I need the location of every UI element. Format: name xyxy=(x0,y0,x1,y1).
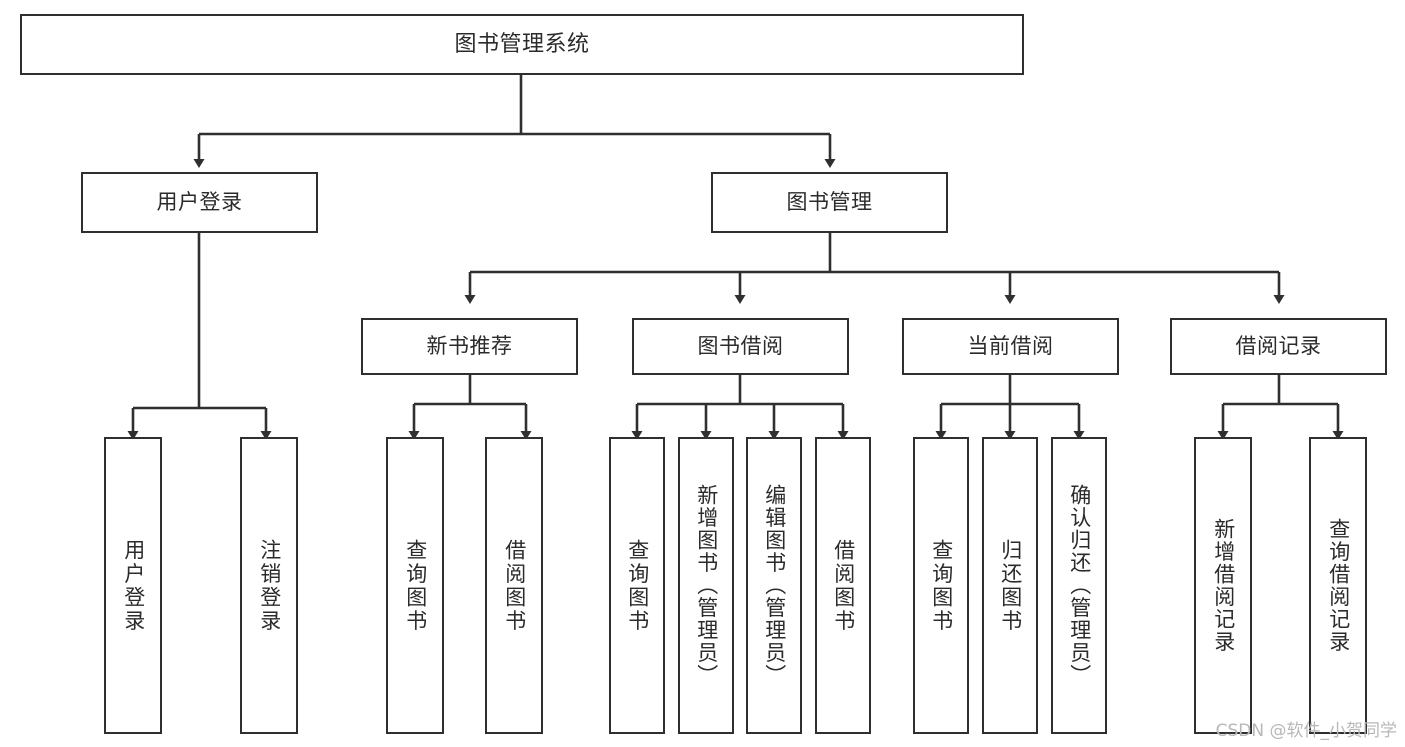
leaf-add-borrow-record[interactable]: 新增借阅记录 xyxy=(1194,437,1252,734)
node-label: 图书管理系统 xyxy=(454,31,590,57)
node-book-management[interactable]: 图书管理 xyxy=(711,172,948,233)
node-book-borrow[interactable]: 图书借阅 xyxy=(632,318,849,375)
node-label: 查询图书 xyxy=(929,538,953,633)
leaf-query-book-bb[interactable]: 查询图书 xyxy=(609,437,665,734)
leaf-edit-book-admin[interactable]: 编辑图书（管理员） xyxy=(746,437,802,734)
leaf-logout[interactable]: 注销登录 xyxy=(240,437,298,734)
leaf-query-book-nb[interactable]: 查询图书 xyxy=(386,437,444,734)
node-borrow-record[interactable]: 借阅记录 xyxy=(1170,318,1387,375)
node-label: 借阅记录 xyxy=(1235,334,1322,358)
leaf-query-borrow-record[interactable]: 查询借阅记录 xyxy=(1309,437,1367,734)
node-label: 归还图书 xyxy=(998,538,1022,633)
node-label: 新书推荐 xyxy=(426,334,513,358)
node-label: 新增借阅记录 xyxy=(1211,518,1235,653)
node-label: 当前借阅 xyxy=(967,334,1054,358)
csdn-watermark: CSDN @软件_小贺同学 xyxy=(1215,721,1397,741)
node-label: 借阅图书 xyxy=(502,538,526,633)
node-label: 图书借阅 xyxy=(697,334,784,358)
node-label: 新增图书（管理员） xyxy=(694,484,718,687)
node-new-book-recommendation[interactable]: 新书推荐 xyxy=(361,318,578,375)
node-label: 用户登录 xyxy=(121,538,145,633)
node-label: 确认归还（管理员） xyxy=(1067,484,1091,687)
leaf-borrow-book-nb[interactable]: 借阅图书 xyxy=(485,437,543,734)
leaf-query-book-cb[interactable]: 查询图书 xyxy=(913,437,969,734)
node-label: 注销登录 xyxy=(257,538,281,633)
node-label: 查询借阅记录 xyxy=(1326,518,1350,653)
node-label: 图书管理 xyxy=(786,190,873,214)
node-label: 借阅图书 xyxy=(831,538,855,633)
leaf-borrow-book-bb[interactable]: 借阅图书 xyxy=(815,437,871,734)
node-label: 用户登录 xyxy=(156,190,243,214)
node-user-login[interactable]: 用户登录 xyxy=(81,172,318,233)
node-root-book-management-system[interactable]: 图书管理系统 xyxy=(20,14,1024,75)
node-current-borrow[interactable]: 当前借阅 xyxy=(902,318,1119,375)
leaf-confirm-return-admin[interactable]: 确认归还（管理员） xyxy=(1051,437,1107,734)
node-label: 编辑图书（管理员） xyxy=(762,484,786,687)
node-label: 查询图书 xyxy=(625,538,649,633)
leaf-add-book-admin[interactable]: 新增图书（管理员） xyxy=(678,437,734,734)
leaf-user-login[interactable]: 用户登录 xyxy=(104,437,162,734)
leaf-return-book[interactable]: 归还图书 xyxy=(982,437,1038,734)
node-label: 查询图书 xyxy=(403,538,427,633)
